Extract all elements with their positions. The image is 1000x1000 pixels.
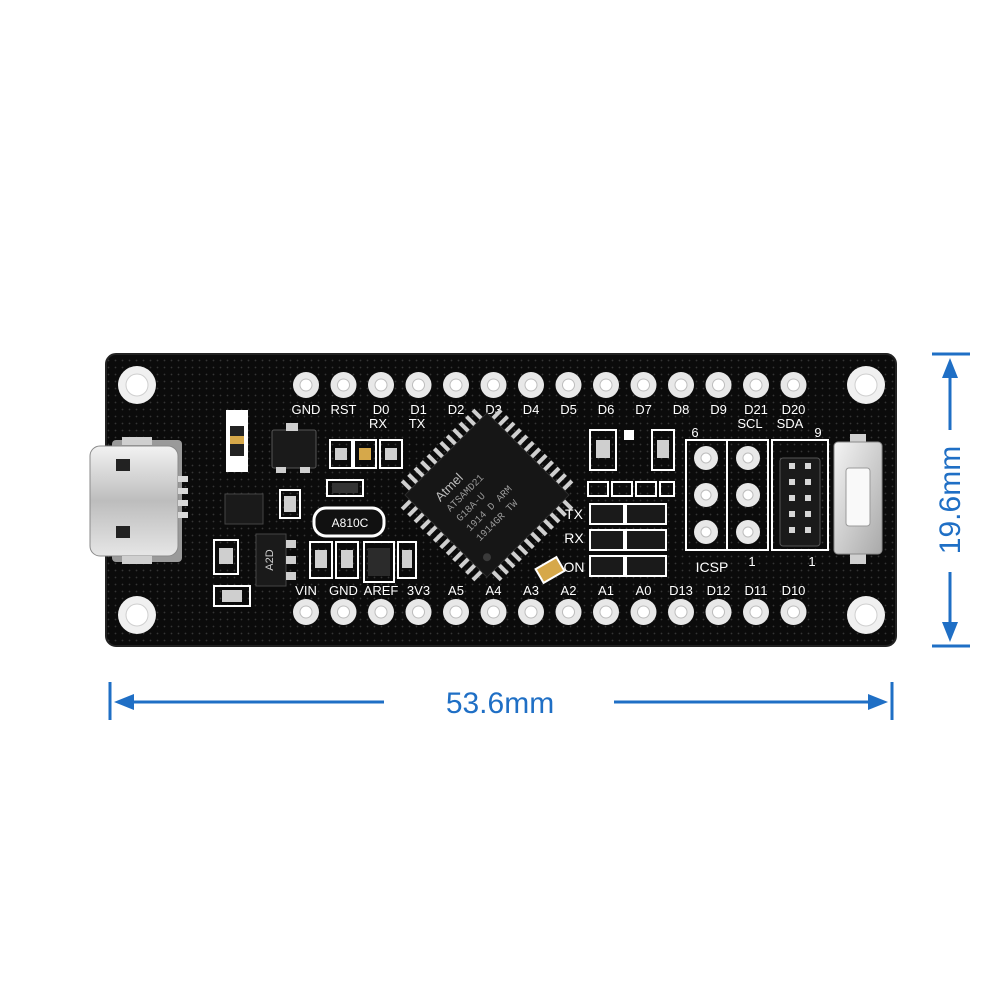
crystal-label: A810C [332, 516, 369, 530]
reset-button [833, 434, 883, 564]
voltage-regulator: A2D [213, 533, 417, 607]
sub-label-scl: SCL [737, 416, 762, 431]
bottom-pin-label: A5 [448, 583, 464, 598]
bottom-pin-pad [368, 599, 394, 625]
top-pin-label: D2 [448, 402, 465, 417]
bottom-pin-pad [780, 599, 807, 625]
bottom-pin-label: D13 [669, 583, 693, 598]
bottom-pin-pad [555, 599, 582, 625]
top-pin-label: RST [331, 402, 357, 417]
bottom-pin-pad [743, 599, 769, 625]
bottom-pin-header [293, 599, 807, 625]
bottom-pin-label: 3V3 [407, 583, 430, 598]
bottom-pin-pad [330, 599, 357, 625]
bottom-pin-label: GND [329, 583, 358, 598]
top-pin-pad [668, 372, 694, 398]
top-pin-pad [443, 372, 469, 398]
bottom-pin-label: D11 [745, 583, 768, 598]
icsp-pin-one-label: 1 [748, 554, 755, 569]
bottom-pin-label: D12 [707, 583, 731, 598]
micro-usb-connector [89, 437, 188, 564]
bottom-pin-labels: VIN GND AREF 3V3 A5 A4 A3 A2 A1 A0 D13 D12 D11 D10 [295, 583, 805, 598]
atsamd21-microcontroller: Atmel ATSAMD21 G18A-U 1914 D ARM 1914GR … [400, 408, 574, 582]
top-pin-pad [630, 372, 657, 398]
bottom-pin-label: A0 [636, 583, 652, 598]
top-pin-header [293, 372, 807, 398]
icsp-pin-six-label: 6 [691, 425, 698, 440]
bottom-pin-label: VIN [295, 583, 317, 598]
bottom-pin-label: D10 [782, 583, 806, 598]
status-leds: TX RX ON [534, 429, 675, 585]
icsp-header: ICSP 6 1 [685, 425, 769, 575]
led-label-on: ON [564, 559, 585, 575]
top-pin-pad [780, 372, 807, 398]
bottom-pin-pad [705, 599, 732, 625]
led-label-tx: TX [565, 506, 584, 522]
icsp-label: ICSP [696, 559, 729, 575]
top-pin-pad [293, 372, 319, 398]
top-pin-label: D5 [560, 402, 577, 417]
top-pin-pad [480, 372, 507, 398]
bottom-pin-label: A4 [486, 583, 502, 598]
top-sub-labels: RX TX SCL SDA [369, 416, 804, 431]
bottom-pin-pad [518, 599, 544, 625]
sub-label-sda: SDA [777, 416, 804, 431]
top-pin-label: D1 [410, 402, 427, 417]
top-pin-label: D4 [523, 402, 540, 417]
crystal-oscillator: A810C [312, 506, 386, 538]
top-pin-pad [593, 372, 619, 398]
top-pin-label: D20 [782, 402, 806, 417]
top-pin-pad [368, 372, 394, 398]
height-dimension-label: 19.6mm [934, 446, 967, 554]
sub-label-tx: TX [409, 416, 426, 431]
swd-header: 9 1 [771, 425, 829, 569]
top-pin-label: GND [292, 402, 321, 417]
bottom-pin-pad [630, 599, 657, 625]
top-pin-pad [330, 372, 357, 398]
led-label-rx: RX [564, 530, 584, 546]
top-pin-label: D0 [373, 402, 390, 417]
swd-pin-one-label: 1 [808, 554, 815, 569]
bottom-pin-pad [405, 599, 432, 625]
width-dimension [108, 682, 894, 720]
height-dimension [932, 352, 970, 648]
bottom-pin-pad [480, 599, 507, 625]
top-pin-label: D21 [744, 402, 768, 417]
bottom-pin-pad [293, 599, 319, 625]
bottom-pin-label: A3 [523, 583, 539, 598]
left-components [224, 410, 403, 525]
bottom-pin-label: A1 [598, 583, 614, 598]
top-pin-pad [743, 372, 769, 398]
top-pin-pad [518, 372, 544, 398]
top-pin-label: D6 [598, 402, 615, 417]
mounting-holes [118, 366, 885, 634]
top-pin-label: D7 [635, 402, 652, 417]
bottom-pin-pad [668, 599, 694, 625]
top-pin-pad [705, 372, 732, 398]
bottom-pin-label: A2 [561, 583, 577, 598]
sub-label-rx: RX [369, 416, 387, 431]
bottom-pin-pad [443, 599, 469, 625]
top-pin-pad [405, 372, 432, 398]
bottom-pin-pad [593, 599, 619, 625]
regulator-label: A2D [264, 549, 276, 570]
top-pin-label: D8 [673, 402, 690, 417]
top-pin-pad [555, 372, 582, 398]
width-dimension-label: 53.6mm [446, 687, 554, 720]
bottom-pin-label: AREF [364, 583, 399, 598]
top-pin-label: D9 [710, 402, 727, 417]
swd-pin-nine-label: 9 [814, 425, 821, 440]
